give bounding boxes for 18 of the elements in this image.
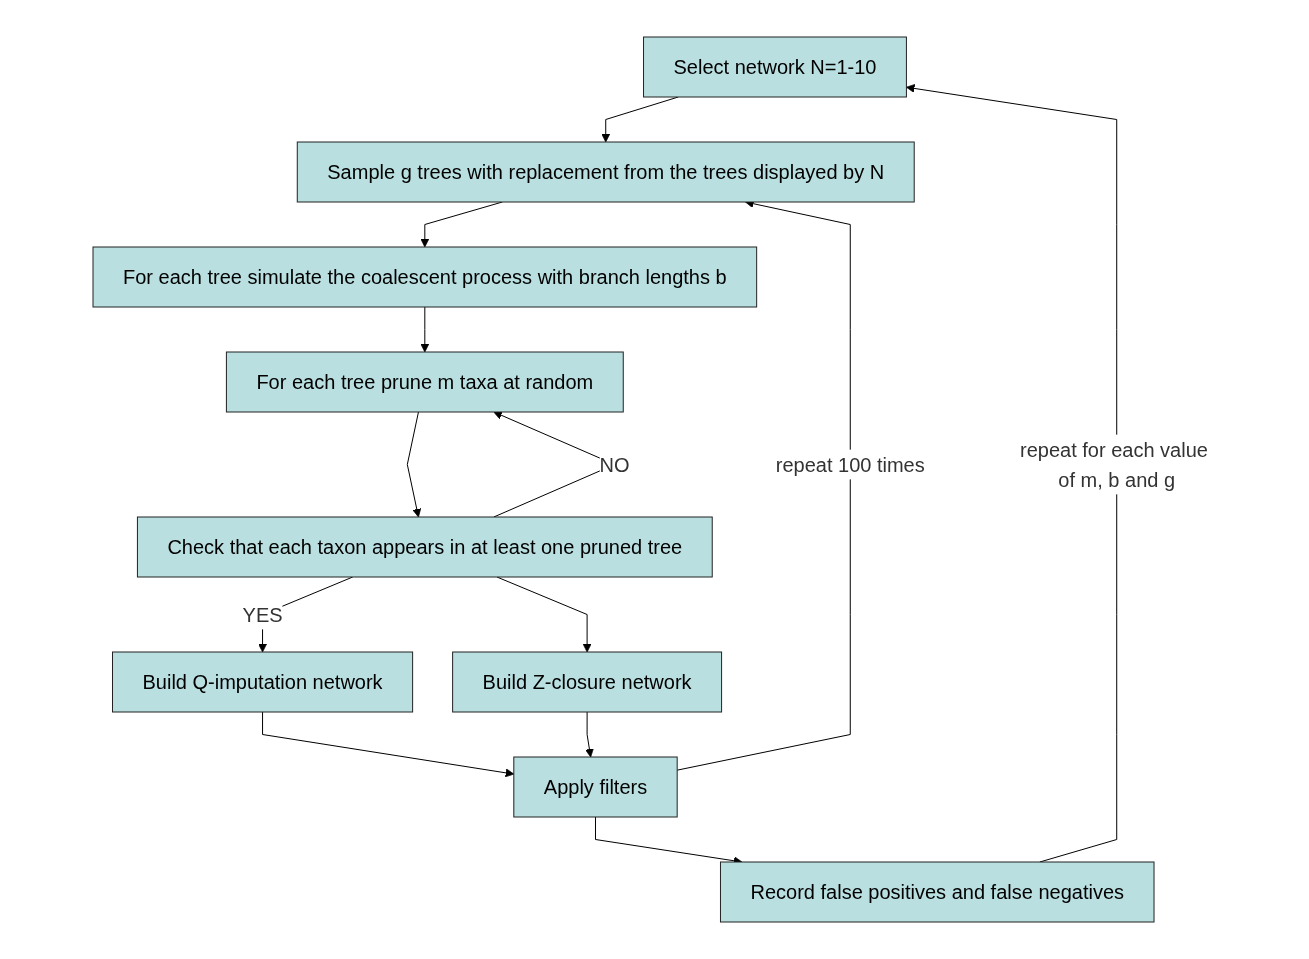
node-box: Select network N=1-10 xyxy=(642,36,907,98)
arrow xyxy=(420,306,429,353)
node-box: Record false positives and false negatives xyxy=(719,861,1155,923)
edge-label: YES xyxy=(242,603,283,626)
node-box: Sample g trees with replacement from the trees displayed by N xyxy=(296,141,915,203)
arrow xyxy=(905,84,1117,863)
edge-label: repeat for each value of m, b and g xyxy=(1019,438,1208,491)
edge-label: NO xyxy=(599,453,630,476)
node-box: For each tree simulate the coalescent process with branch lengths b xyxy=(92,246,757,308)
node-box: Apply filters xyxy=(512,756,678,818)
node-box: Build Z-closure network xyxy=(451,651,722,713)
arrow xyxy=(261,711,514,778)
arrow xyxy=(584,711,594,758)
node-box: For each tree prune m taxa at random xyxy=(225,351,624,413)
edge-label: repeat 100 times xyxy=(775,453,925,476)
node-box: Check that each taxon appears in at least one pruned tree xyxy=(136,516,713,578)
arrow xyxy=(406,411,421,518)
node-box: Build Q-imputation network xyxy=(111,651,413,713)
